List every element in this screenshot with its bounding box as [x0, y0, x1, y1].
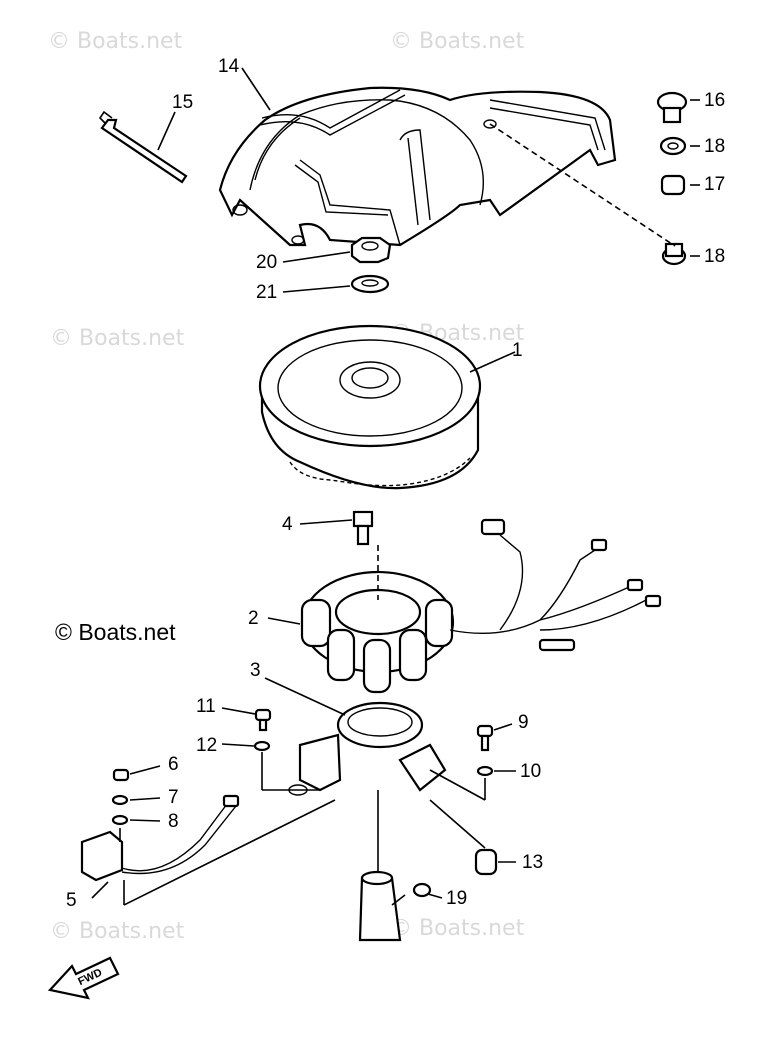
wrench-rod-part [100, 118, 188, 184]
crankshaft-part [358, 870, 432, 942]
grommet-parts [656, 91, 688, 266]
callout-21: 21 [256, 282, 277, 303]
watermark: © Boats.net [50, 326, 185, 351]
callout-17: 17 [704, 174, 725, 195]
callout-8: 8 [168, 811, 179, 832]
stator-base-part [288, 701, 447, 796]
flywheel-part [258, 324, 482, 490]
nut-washer-parts [350, 236, 392, 294]
watermark: © Boats.net [48, 29, 183, 54]
forward-arrow: FWD [47, 956, 120, 1000]
callout-14: 14 [218, 56, 240, 77]
callout-3: 3 [250, 660, 261, 681]
watermark-dark: © Boats.net [55, 619, 176, 645]
callout-15: 15 [172, 92, 193, 113]
callout-labels: 1 2 3 4 5 6 7 8 9 10 11 12 13 14 15 16 1… [66, 56, 725, 911]
callout-1: 1 [512, 340, 523, 361]
callout-18b: 18 [704, 246, 725, 267]
callout-11: 11 [196, 696, 216, 717]
flywheel-cover-part [218, 86, 617, 247]
watermark: © Boats.net [390, 916, 525, 941]
callout-9: 9 [518, 712, 529, 733]
callout-6: 6 [168, 754, 179, 775]
watermark: © Boats.net [50, 919, 185, 944]
callout-4: 4 [282, 514, 293, 535]
callout-20: 20 [256, 252, 277, 273]
stator-part [300, 518, 662, 694]
callout-18a: 18 [704, 136, 725, 157]
callout-19: 19 [446, 888, 467, 909]
callout-12: 12 [196, 735, 217, 756]
callout-5: 5 [66, 890, 77, 911]
callout-2: 2 [248, 608, 259, 629]
leader-lines [91, 67, 700, 906]
watermark: © Boats.net [390, 29, 525, 54]
callout-16: 16 [704, 90, 725, 111]
callout-7: 7 [168, 787, 179, 808]
callout-10: 10 [520, 761, 541, 782]
fastener-parts [111, 708, 498, 876]
stator-screw-part [352, 510, 374, 546]
pulser-coil-part [80, 794, 240, 882]
wrench-rod-end [98, 110, 113, 125]
watermark-layer: © Boats.net © Boats.net © Boats.net © Bo… [48, 29, 525, 944]
callout-13: 13 [522, 852, 543, 873]
